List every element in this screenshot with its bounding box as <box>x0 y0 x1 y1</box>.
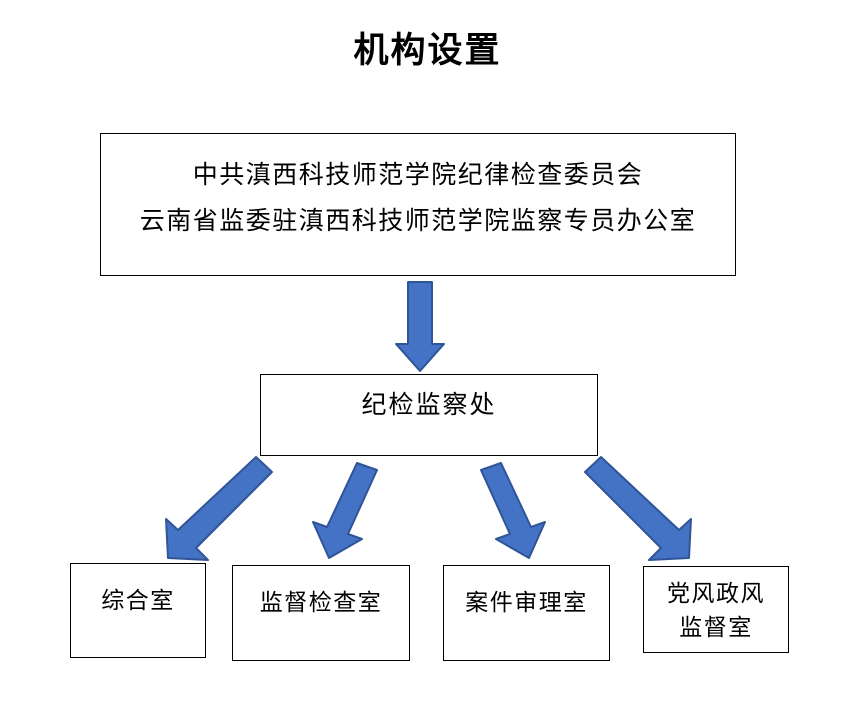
org-node-leaf-2-label: 案件审理室 <box>465 590 588 615</box>
org-node-root[interactable]: 中共滇西科技师范学院纪律检查委员会 云南省监委驻滇西科技师范学院监察专员办公室 <box>100 133 736 276</box>
page-title: 机构设置 <box>353 31 502 70</box>
connector-department-to-leaf-1 <box>312 462 378 559</box>
org-node-leaf-party-government-conduct-office[interactable]: 党风政风 监督室 <box>643 566 789 653</box>
org-node-leaf-1-label: 监督检查室 <box>259 590 383 615</box>
org-node-department-label: 纪检监察处 <box>361 392 497 419</box>
org-node-leaf-comprehensive-office[interactable]: 综合室 <box>70 563 206 658</box>
org-node-leaf-3-line-2: 监督室 <box>679 614 753 640</box>
connector-department-to-leaf-2 <box>480 462 546 559</box>
org-node-leaf-case-hearing-office[interactable]: 案件审理室 <box>443 565 610 661</box>
org-node-leaf-0-label: 综合室 <box>101 588 175 613</box>
org-node-leaf-3-line-1: 党风政风 <box>667 580 765 606</box>
connector-root-to-department <box>395 281 445 372</box>
connector-department-to-leaf-0 <box>165 456 273 561</box>
connector-department-to-leaf-3 <box>584 456 692 561</box>
org-node-leaf-supervision-inspection-office[interactable]: 监督检查室 <box>232 565 410 661</box>
org-node-root-line-2: 云南省监委驻滇西科技师范学院监察专员办公室 <box>139 207 697 235</box>
org-node-root-line-1: 中共滇西科技师范学院纪律检查委员会 <box>192 161 644 189</box>
org-node-department[interactable]: 纪检监察处 <box>260 374 598 456</box>
